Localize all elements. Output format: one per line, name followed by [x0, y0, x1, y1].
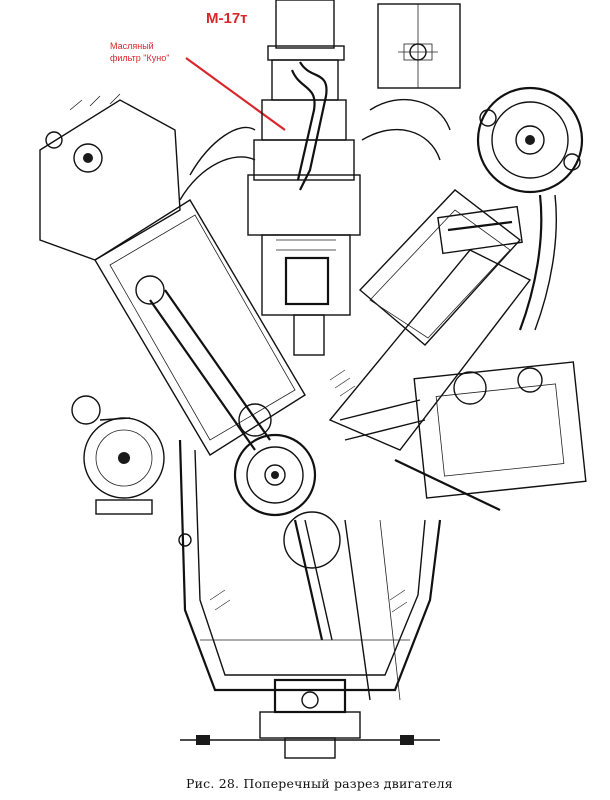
oil-filter-label: Масляный фильтр "Куно" [110, 40, 220, 64]
left-cylinder-bank [39, 93, 306, 456]
oil-pump [180, 678, 440, 759]
crankcase [178, 439, 442, 701]
oil-filter-assembly [253, 0, 355, 191]
left-magneto [71, 395, 165, 515]
right-cylinder-bank [328, 98, 532, 451]
crankshaft [233, 433, 341, 641]
right-generator [476, 86, 584, 331]
engine-block-center [247, 174, 361, 356]
annotation-pointer [185, 57, 286, 131]
oil-filter-label-line2: фильтр "Куно" [110, 53, 170, 63]
detail-inset-top [377, 3, 461, 89]
model-label: М-17т [206, 10, 248, 27]
oil-filter-label-line1: Масляный [110, 41, 154, 51]
figure-caption: Рис. 28. Поперечный разрез двигателя [186, 776, 453, 791]
hatching [209, 369, 408, 613]
right-accessory-housing [339, 361, 587, 511]
